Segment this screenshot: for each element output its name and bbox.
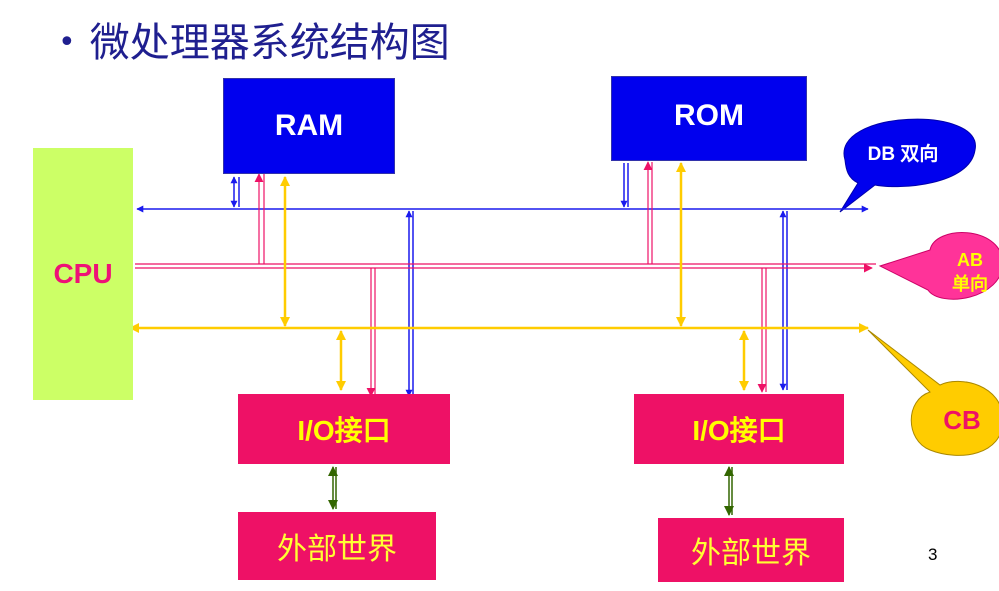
external-world-right: 外部世界 bbox=[658, 518, 844, 582]
external-world-left: 外部世界 bbox=[238, 512, 436, 580]
ab-label: AB 单向 bbox=[940, 248, 999, 296]
cb-callout bbox=[867, 329, 999, 456]
io-interface-right: I/O接口 bbox=[634, 394, 844, 464]
slide-title: • 微处理器系统结构图 bbox=[58, 10, 450, 68]
rom-block: ROM bbox=[611, 76, 807, 161]
page-number: 3 bbox=[928, 545, 938, 564]
ram-block: RAM bbox=[223, 78, 395, 174]
ab-label-line1: AB bbox=[957, 250, 983, 270]
cpu-block: CPU bbox=[33, 148, 133, 400]
db-callout bbox=[839, 118, 976, 213]
slide-title-text: 微处理器系统结构图 bbox=[89, 20, 450, 66]
ab-callout bbox=[878, 232, 999, 300]
ab-label-line2: 单向 bbox=[952, 274, 988, 294]
cb-label: CB bbox=[943, 405, 981, 435]
db-label: DB 双向 bbox=[867, 144, 939, 165]
io-interface-left: I/O接口 bbox=[238, 394, 450, 464]
bullet-icon: • bbox=[58, 25, 76, 60]
